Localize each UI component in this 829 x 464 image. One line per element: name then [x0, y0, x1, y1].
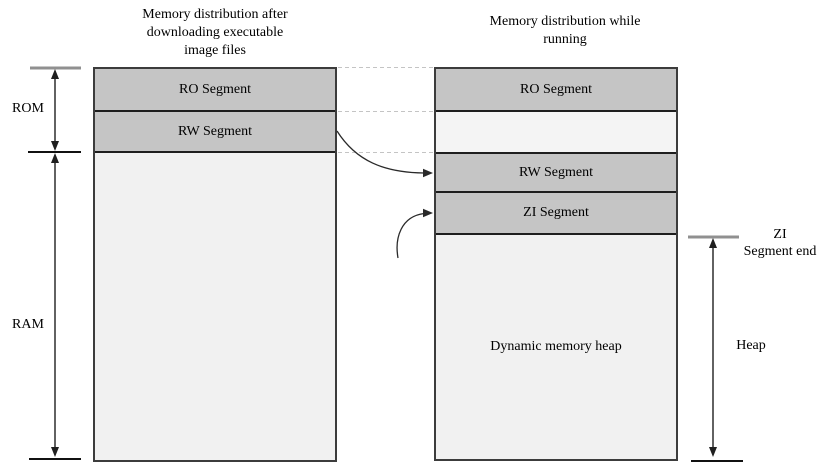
segment-label: RO Segment — [179, 81, 251, 97]
segment-label: ZI Segment — [523, 205, 589, 220]
segment-gap-right — [436, 112, 676, 154]
rw-relocation-arrow — [336, 130, 433, 178]
left-column-title: Memory distribution after downloading ex… — [142, 7, 288, 58]
zi-segment-end-label: ZI Segment end — [743, 227, 817, 259]
left-memory-column: RO Segment RW Segment — [93, 67, 337, 462]
segment-heap-right: Dynamic memory heap — [436, 235, 676, 459]
segment-empty-left — [95, 153, 335, 460]
ram-extent-arrow — [51, 153, 59, 457]
zi-pointer-arrow — [396, 208, 433, 259]
segment-label: Dynamic memory heap — [490, 339, 622, 354]
ram-extent-label: RAM — [12, 317, 44, 332]
segment-label: RW Segment — [177, 123, 253, 139]
right-column-title: Memory distribution while running — [489, 14, 641, 47]
segment-label: RO Segment — [520, 81, 592, 97]
segment-ro-right: RO Segment — [436, 69, 676, 112]
segment-zi-right: ZI Segment — [436, 193, 676, 235]
segment-label: RW Segment — [518, 164, 594, 180]
heap-extent-label: Heap — [736, 338, 766, 353]
segment-ro-left: RO Segment — [95, 69, 335, 112]
segment-rw-right: RW Segment — [436, 154, 676, 193]
segment-rw-left: RW Segment — [95, 112, 335, 153]
right-memory-column: RO Segment RW Segment ZI Segment Dynamic… — [434, 67, 678, 461]
rom-extent-label: ROM — [12, 101, 44, 116]
